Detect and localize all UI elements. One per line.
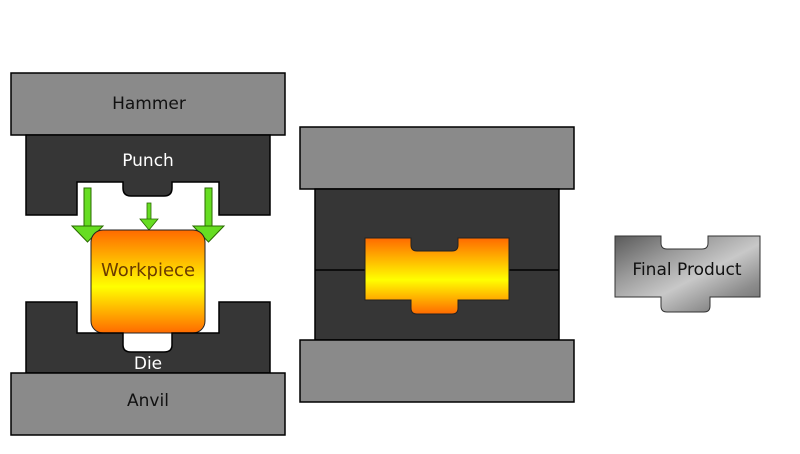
left-assembly: Hammer Punch Workpiece Die Anvil <box>10 72 286 436</box>
die-label: Die <box>134 354 162 374</box>
anvil-label: Anvil <box>127 391 169 411</box>
hammer-label: Hammer <box>112 94 186 114</box>
final-product: Final Product <box>614 235 761 313</box>
middle-assembly <box>299 126 575 403</box>
down-arrow-icon <box>139 202 159 231</box>
die-block <box>25 301 271 374</box>
punch-block <box>25 134 271 216</box>
final-product-label: Final Product <box>632 260 741 280</box>
punch-label: Punch <box>122 151 174 171</box>
workpiece-label: Workpiece <box>101 260 195 281</box>
anvil-block <box>10 372 286 436</box>
workpiece <box>90 229 206 334</box>
hammer-block <box>10 72 286 136</box>
forged-workpiece <box>364 237 510 315</box>
final-product-part <box>614 235 761 313</box>
lower-anvil-block <box>299 339 575 403</box>
upper-hammer-block <box>299 126 575 190</box>
